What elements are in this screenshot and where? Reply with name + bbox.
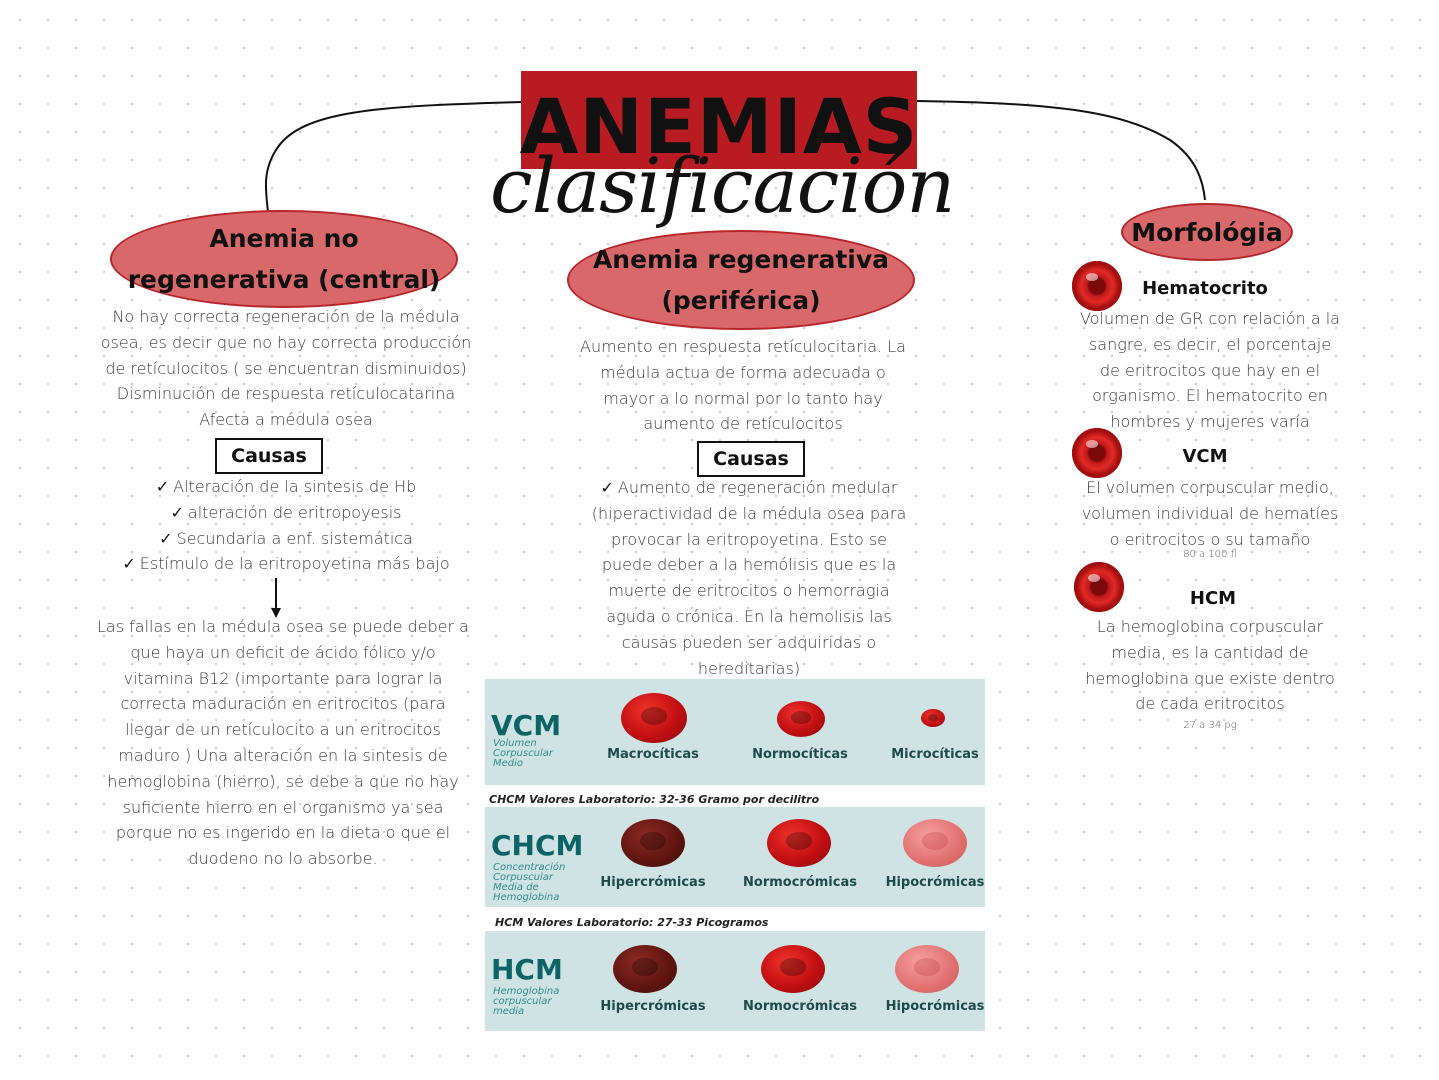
heading-anemia-regenerativa: Anemia regenerativa (periférica) bbox=[567, 230, 915, 330]
band-code: VCM bbox=[491, 709, 562, 742]
cell-normocitica bbox=[777, 701, 825, 737]
cell-label: Normocíticas bbox=[752, 747, 848, 762]
check-icon: ✓ bbox=[122, 554, 136, 574]
causas-label-middle: Causas bbox=[697, 441, 805, 477]
erythrocyte-reference-image: VCM Volumen Corpuscular Medio Macrocític… bbox=[485, 679, 985, 1031]
list-item: ✓Estímulo de la eritropoyetina más bajo bbox=[122, 554, 450, 574]
cell-hipercromica bbox=[621, 819, 685, 867]
cell-hipocromica bbox=[895, 945, 959, 993]
check-icon: ✓ bbox=[600, 478, 614, 497]
red-blood-cell-icon bbox=[1072, 428, 1122, 478]
title-main: ANEMIAS bbox=[519, 82, 919, 171]
left-description: No hay correcta regeneración de la médul… bbox=[100, 307, 472, 430]
cell-label: Normocrómicas bbox=[743, 875, 857, 890]
cell-microcitica bbox=[921, 709, 945, 727]
check-icon: ✓ bbox=[170, 502, 184, 522]
heading-mid-line1: Anemia regenerativa bbox=[592, 245, 890, 274]
band-subtitle: Hemoglobina corpuscular media bbox=[493, 986, 560, 1017]
red-blood-cell-icon bbox=[1072, 261, 1122, 311]
cell-label: Hipercrómicas bbox=[600, 875, 706, 890]
heading-left-line1: Anemia no bbox=[209, 224, 359, 253]
lab-note-chcm: CHCM Valores Laboratorio: 32-36 Gramo po… bbox=[489, 793, 820, 806]
cell-label: Hipocrómicas bbox=[885, 875, 985, 890]
check-icon: ✓ bbox=[155, 477, 170, 496]
morph-text-vcm: El volumen corpuscular medio, volumen in… bbox=[1081, 478, 1339, 549]
connector-left bbox=[264, 101, 522, 213]
cell-normocromica bbox=[767, 819, 831, 867]
band-vcm: VCM Volumen Corpuscular Medio Macrocític… bbox=[485, 679, 985, 785]
arrow-head bbox=[271, 608, 281, 618]
heading-morfologia: Morfológia bbox=[1121, 203, 1293, 261]
cell-label: Hipocrómicas bbox=[885, 999, 985, 1014]
morph-title-hcm: HCM bbox=[1189, 588, 1237, 609]
cell-label: Normocrómicas bbox=[743, 999, 857, 1014]
band-code: HCM bbox=[491, 953, 563, 986]
cell-label: Hipercrómicas bbox=[600, 999, 706, 1014]
middle-description: Aumento en respuesta retículocitaria. La… bbox=[580, 337, 906, 434]
band-subtitle: Concentración Corpuscular Media de Hemog… bbox=[493, 862, 566, 903]
morph-note-vcm: 80 a 100 fl bbox=[1183, 549, 1237, 560]
band-subtitle: Volumen Corpuscular Medio bbox=[493, 738, 553, 769]
band-code: CHCM bbox=[491, 829, 584, 862]
morph-title-hematocrito: Hematocrito bbox=[1142, 278, 1268, 299]
cell-normocromica bbox=[761, 945, 825, 993]
cell-label: Microcíticas bbox=[891, 747, 979, 762]
heading-left-line2: regenerativa (central) bbox=[127, 265, 441, 294]
cell-label: Macrocíticas bbox=[607, 747, 699, 762]
causas-label-left: Causas bbox=[215, 438, 323, 474]
check-icon: ✓ bbox=[159, 528, 173, 548]
middle-causes-text: ✓Aumento de regeneración medular (hipera… bbox=[591, 478, 907, 678]
cell-hipocromica bbox=[903, 819, 967, 867]
morph-text-hcm: La hemoglobina corpuscular media, es la … bbox=[1085, 617, 1335, 714]
title-subtitle: clasificación bbox=[490, 141, 955, 230]
cell-macrocitica bbox=[621, 693, 687, 743]
band-hcm: HCM Hemoglobina corpuscular media Hiperc… bbox=[485, 931, 985, 1031]
list-item: ✓Alteración de la sintesis de Hb bbox=[155, 477, 417, 496]
lab-note-hcm: HCM Valores Laboratorio: 27-33 Picogramo… bbox=[495, 916, 769, 929]
connector-right bbox=[916, 100, 1206, 201]
list-item: ✓alteración de eritropoyesis bbox=[170, 502, 402, 522]
morph-text-hematocrito: Volumen de GR con relación a la sangre, … bbox=[1080, 309, 1340, 432]
morph-title-vcm: VCM bbox=[1182, 446, 1228, 467]
left-causes-list: ✓Alteración de la sintesis de Hb ✓altera… bbox=[96, 474, 476, 577]
heading-mid-line2: (periférica) bbox=[661, 286, 821, 315]
red-blood-cell-icon bbox=[1074, 562, 1124, 612]
left-fallas-text: Las fallas en la médula osea se puede de… bbox=[97, 617, 469, 869]
band-chcm: CHCM Concentración Corpuscular Media de … bbox=[485, 807, 985, 907]
heading-anemia-no-regenerativa: Anemia no regenerativa (central) bbox=[110, 210, 458, 308]
morph-note-hcm: 27 a 34 pg bbox=[1183, 720, 1237, 731]
cell-hipercromica bbox=[613, 945, 677, 993]
title-box: ANEMIAS bbox=[519, 71, 919, 171]
list-item: ✓Secundaria a enf. sistemática bbox=[159, 528, 413, 548]
